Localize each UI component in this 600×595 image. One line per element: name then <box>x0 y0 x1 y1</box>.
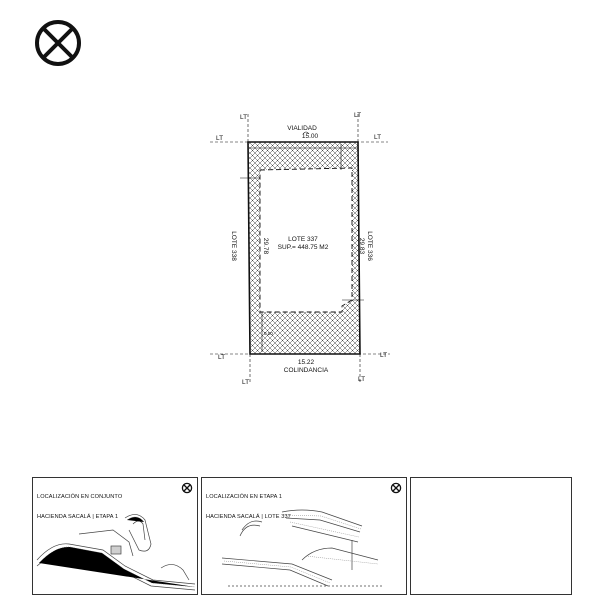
panel-title-conjunto: LOCALIZACIÓN EN CONJUNTO HACIENDA SACALÁ… <box>37 494 123 520</box>
panel-title-etapa: LOCALIZACIÓN EN ETAPA 1 HACIENDA SACALÁ … <box>206 494 291 520</box>
lt-marker-left-top: LT <box>216 135 223 142</box>
small-dimension: 0.00 <box>264 331 273 336</box>
lot-name: LOTE 337 <box>288 236 318 243</box>
site-map-conjunto <box>36 514 196 591</box>
lt-marker-bottom-right: LT <box>358 376 365 383</box>
lt-marker-top-right: LT <box>354 112 361 119</box>
rear-width: 15.22 <box>298 359 315 366</box>
north-symbol-icon <box>35 20 81 66</box>
buildable-area <box>259 167 353 313</box>
lt-marker-top-left: LT <box>240 114 247 121</box>
lt-marker-right-bottom: LT <box>380 352 387 359</box>
left-neighbor-label: LOTE 338 <box>230 231 237 261</box>
right-neighbor-label: LOTE 336 <box>366 231 373 261</box>
panel-empty <box>410 477 572 595</box>
north-symbol-icon <box>181 482 193 494</box>
street-label: VIALIDAD <box>287 125 317 132</box>
lot-area: SUP.= 448.75 M2 <box>278 244 329 251</box>
street-width: 15.00 <box>302 133 319 140</box>
site-map-etapa <box>221 509 382 587</box>
north-symbol-icon <box>390 482 402 494</box>
lt-marker-right-top: LT <box>374 134 381 141</box>
panel-location-etapa: LOCALIZACIÓN EN ETAPA 1 HACIENDA SACALÁ … <box>201 477 407 595</box>
lt-marker-left-bottom: LT <box>218 354 225 361</box>
rear-label: COLINDANCIA <box>284 367 329 374</box>
lt-marker-bottom-left: LT <box>242 379 249 386</box>
left-side-length: 29.78 <box>262 238 269 255</box>
right-side-length: 29.83 <box>358 238 365 255</box>
setback-hatch <box>248 142 360 354</box>
panel-location-conjunto: LOCALIZACIÓN EN CONJUNTO HACIENDA SACALÁ… <box>32 477 198 595</box>
lot-plan: LT LT LT LT LT LT LT LT VIALIDAD 15.00 L… <box>210 112 390 386</box>
